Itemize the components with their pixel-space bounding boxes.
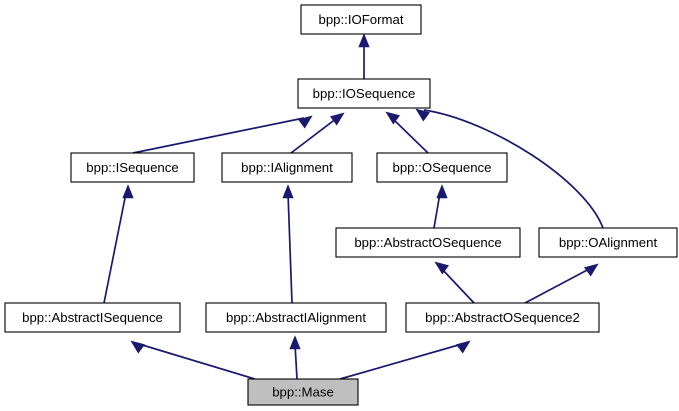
inheritance-arrowhead-icon [289, 335, 301, 350]
class-node-box[interactable] [300, 4, 422, 35]
inheritance-arrowhead-icon [385, 111, 401, 125]
inheritance-arrowhead-icon [583, 263, 599, 277]
class-node-box[interactable] [247, 378, 359, 406]
inheritance-arrowhead-icon [358, 33, 370, 48]
edge-line [290, 117, 338, 154]
inheritance-edge [524, 263, 599, 304]
inheritance-arrowhead-icon [130, 340, 146, 354]
class-node-label: bpp::AbstractIAlignment [226, 310, 366, 325]
inheritance-arrowhead-icon [297, 115, 313, 129]
inheritance-arrowhead-icon [434, 261, 450, 275]
class-node-abstractoseq2[interactable]: bpp::AbstractOSequence2 [405, 302, 600, 333]
class-node-label: bpp::IAlignment [241, 160, 333, 175]
class-node-label: bpp::AbstractOSequence2 [425, 310, 580, 325]
inheritance-edge [339, 340, 471, 380]
inheritance-arrowhead-icon [455, 340, 471, 354]
edge-line [433, 192, 441, 229]
edge-line [294, 343, 298, 380]
class-node-label: bpp::ISequence [86, 160, 178, 175]
edge-line [138, 343, 256, 380]
inheritance-edge [358, 33, 370, 79]
class-node-ialignment[interactable]: bpp::IAlignment [221, 152, 353, 183]
edge-line [524, 267, 592, 304]
inheritance-edge [103, 184, 134, 304]
edge-line [391, 117, 429, 154]
class-node-mase[interactable]: bpp::Mase [247, 378, 359, 406]
class-node-box[interactable] [4, 302, 181, 333]
class-node-osequence[interactable]: bpp::OSequence [376, 152, 508, 183]
class-node-isequence[interactable]: bpp::ISequence [70, 152, 195, 183]
inheritance-edge [130, 340, 256, 380]
class-node-abstractialign[interactable]: bpp::AbstractIAlignment [205, 302, 387, 333]
inheritance-edge [433, 184, 448, 229]
edge-line [287, 192, 293, 304]
inheritance-edge [434, 261, 475, 304]
class-node-box[interactable] [205, 302, 387, 333]
class-node-box[interactable] [70, 152, 195, 183]
edge-line [440, 267, 475, 304]
class-node-label: bpp::Mase [272, 384, 334, 399]
inheritance-arrowhead-icon [415, 108, 431, 122]
edge-line [423, 109, 604, 229]
class-node-abstractiseq[interactable]: bpp::AbstractISequence [4, 302, 181, 333]
class-node-label: bpp::OAlignment [559, 235, 658, 250]
edges-layer [103, 33, 604, 380]
class-node-label: bpp::OSequence [393, 160, 492, 175]
inheritance-arrowhead-icon [122, 184, 134, 199]
nodes-layer: bpp::IOFormatbpp::IOSequencebpp::ISequen… [4, 4, 678, 406]
edge-line [132, 117, 305, 154]
inheritance-arrowhead-icon [282, 184, 294, 199]
inheritance-edge [132, 115, 313, 154]
inheritance-edge [415, 108, 604, 229]
class-node-oalignment[interactable]: bpp::OAlignment [538, 227, 678, 258]
edge-line [339, 343, 463, 380]
class-node-ioformat[interactable]: bpp::IOFormat [300, 4, 422, 35]
inheritance-edge [385, 111, 429, 154]
inheritance-edge [290, 112, 345, 154]
class-node-label: bpp::IOFormat [318, 12, 403, 27]
class-node-box[interactable] [405, 302, 600, 333]
class-node-box[interactable] [376, 152, 508, 183]
class-node-box[interactable] [221, 152, 353, 183]
class-node-abstractoseq[interactable]: bpp::AbstractOSequence [335, 227, 521, 258]
inheritance-arrowhead-icon [329, 112, 345, 126]
inheritance-edge [289, 335, 301, 380]
inheritance-edge [282, 184, 294, 304]
edge-line [103, 192, 127, 304]
class-node-iosequence[interactable]: bpp::IOSequence [297, 78, 431, 109]
inheritance-arrowhead-icon [436, 184, 448, 199]
class-node-label: bpp::AbstractOSequence [354, 235, 501, 250]
class-node-box[interactable] [335, 227, 521, 258]
class-node-box[interactable] [297, 78, 431, 109]
class-node-label: bpp::AbstractISequence [22, 310, 163, 325]
class-node-box[interactable] [538, 227, 678, 258]
class-node-label: bpp::IOSequence [313, 86, 416, 101]
